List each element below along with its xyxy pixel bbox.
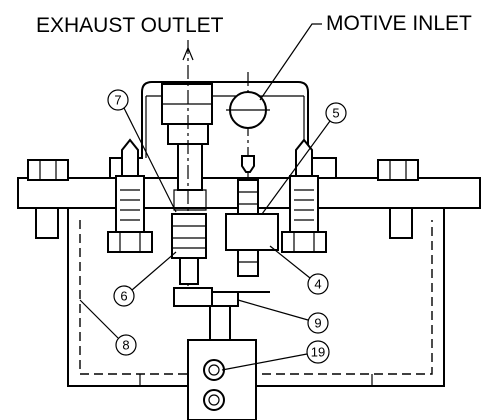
shaft xyxy=(209,305,231,341)
check-fitting xyxy=(225,213,279,277)
exhaust-outlet-label: EXHAUST OUTLET xyxy=(36,14,224,37)
left-stud xyxy=(107,138,153,253)
mounting-strap xyxy=(173,287,270,307)
svg-text:8: 8 xyxy=(122,338,129,353)
balloon-4: 4 xyxy=(269,245,329,295)
balloon-8: 8 xyxy=(79,299,137,356)
svg-text:6: 6 xyxy=(120,289,127,304)
motive-inlet-label: MOTIVE INLET xyxy=(326,12,472,35)
balloon-6: 6 xyxy=(113,251,177,307)
svg-text:4: 4 xyxy=(314,277,321,292)
right-stud xyxy=(281,138,327,253)
lower-block xyxy=(187,339,257,420)
balloon-7: 7 xyxy=(107,89,177,213)
diffuser-fitting xyxy=(171,213,207,285)
motive-inlet-leader xyxy=(259,23,322,101)
svg-text:19: 19 xyxy=(311,345,325,360)
balloon-9: 9 xyxy=(237,299,329,334)
balloon-5: 5 xyxy=(261,102,347,215)
svg-text:5: 5 xyxy=(332,106,339,121)
svg-text:9: 9 xyxy=(314,316,321,331)
exhaust-fitting xyxy=(161,83,213,211)
motive-inlet-port xyxy=(226,91,270,129)
nozzle xyxy=(237,155,259,217)
exhaust-arrow xyxy=(182,47,194,61)
balloon-19: 19 xyxy=(221,340,330,371)
svg-text:7: 7 xyxy=(114,93,121,108)
